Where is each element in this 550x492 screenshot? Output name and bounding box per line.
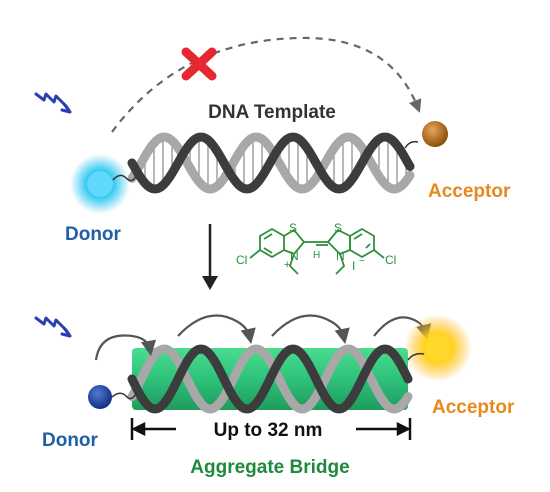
svg-text:Cl: Cl xyxy=(385,253,396,267)
donor-label-top: Donor xyxy=(65,224,122,245)
dna-strand-dark xyxy=(127,132,415,194)
svg-text:Cl: Cl xyxy=(236,253,247,267)
acceptor-dye-bottom xyxy=(404,314,472,382)
svg-text:I: I xyxy=(352,259,355,273)
svg-text:−: − xyxy=(359,256,365,267)
dna-strand-light xyxy=(127,132,415,194)
acceptor-label-bottom: Acceptor xyxy=(432,397,515,418)
dashed-arc-arrow xyxy=(111,36,422,133)
donor-dye-bottom xyxy=(88,385,137,409)
svg-text:N: N xyxy=(336,249,345,263)
acceptor-dye-top xyxy=(404,121,448,149)
dna-strand-dark xyxy=(127,344,413,414)
donor-dye-top xyxy=(70,154,137,214)
dye-structure xyxy=(249,227,385,275)
down-arrow-icon xyxy=(202,224,218,290)
svg-text:+: + xyxy=(284,259,290,271)
lightning-icon xyxy=(34,316,72,338)
dna-helix-top xyxy=(127,132,415,194)
dna-template-label: DNA Template xyxy=(208,102,336,123)
acceptor-label-top: Acceptor xyxy=(428,181,511,202)
dna-helix-bottom xyxy=(127,344,413,414)
donor-label-bottom: Donor xyxy=(42,430,99,451)
svg-text:N: N xyxy=(290,249,299,263)
lightning-icon xyxy=(34,92,72,114)
dna-strand-light xyxy=(127,344,413,414)
svg-text:H: H xyxy=(313,250,320,261)
dye-atom-labels: S S Cl Cl N N H I + − xyxy=(236,221,396,273)
distance-bar xyxy=(130,418,412,440)
distance-label: Up to 32 nm xyxy=(214,420,323,441)
bridge-label: Aggregate Bridge xyxy=(190,457,349,478)
svg-text:S: S xyxy=(289,221,297,235)
cross-icon xyxy=(181,47,217,81)
svg-text:S: S xyxy=(334,221,342,235)
